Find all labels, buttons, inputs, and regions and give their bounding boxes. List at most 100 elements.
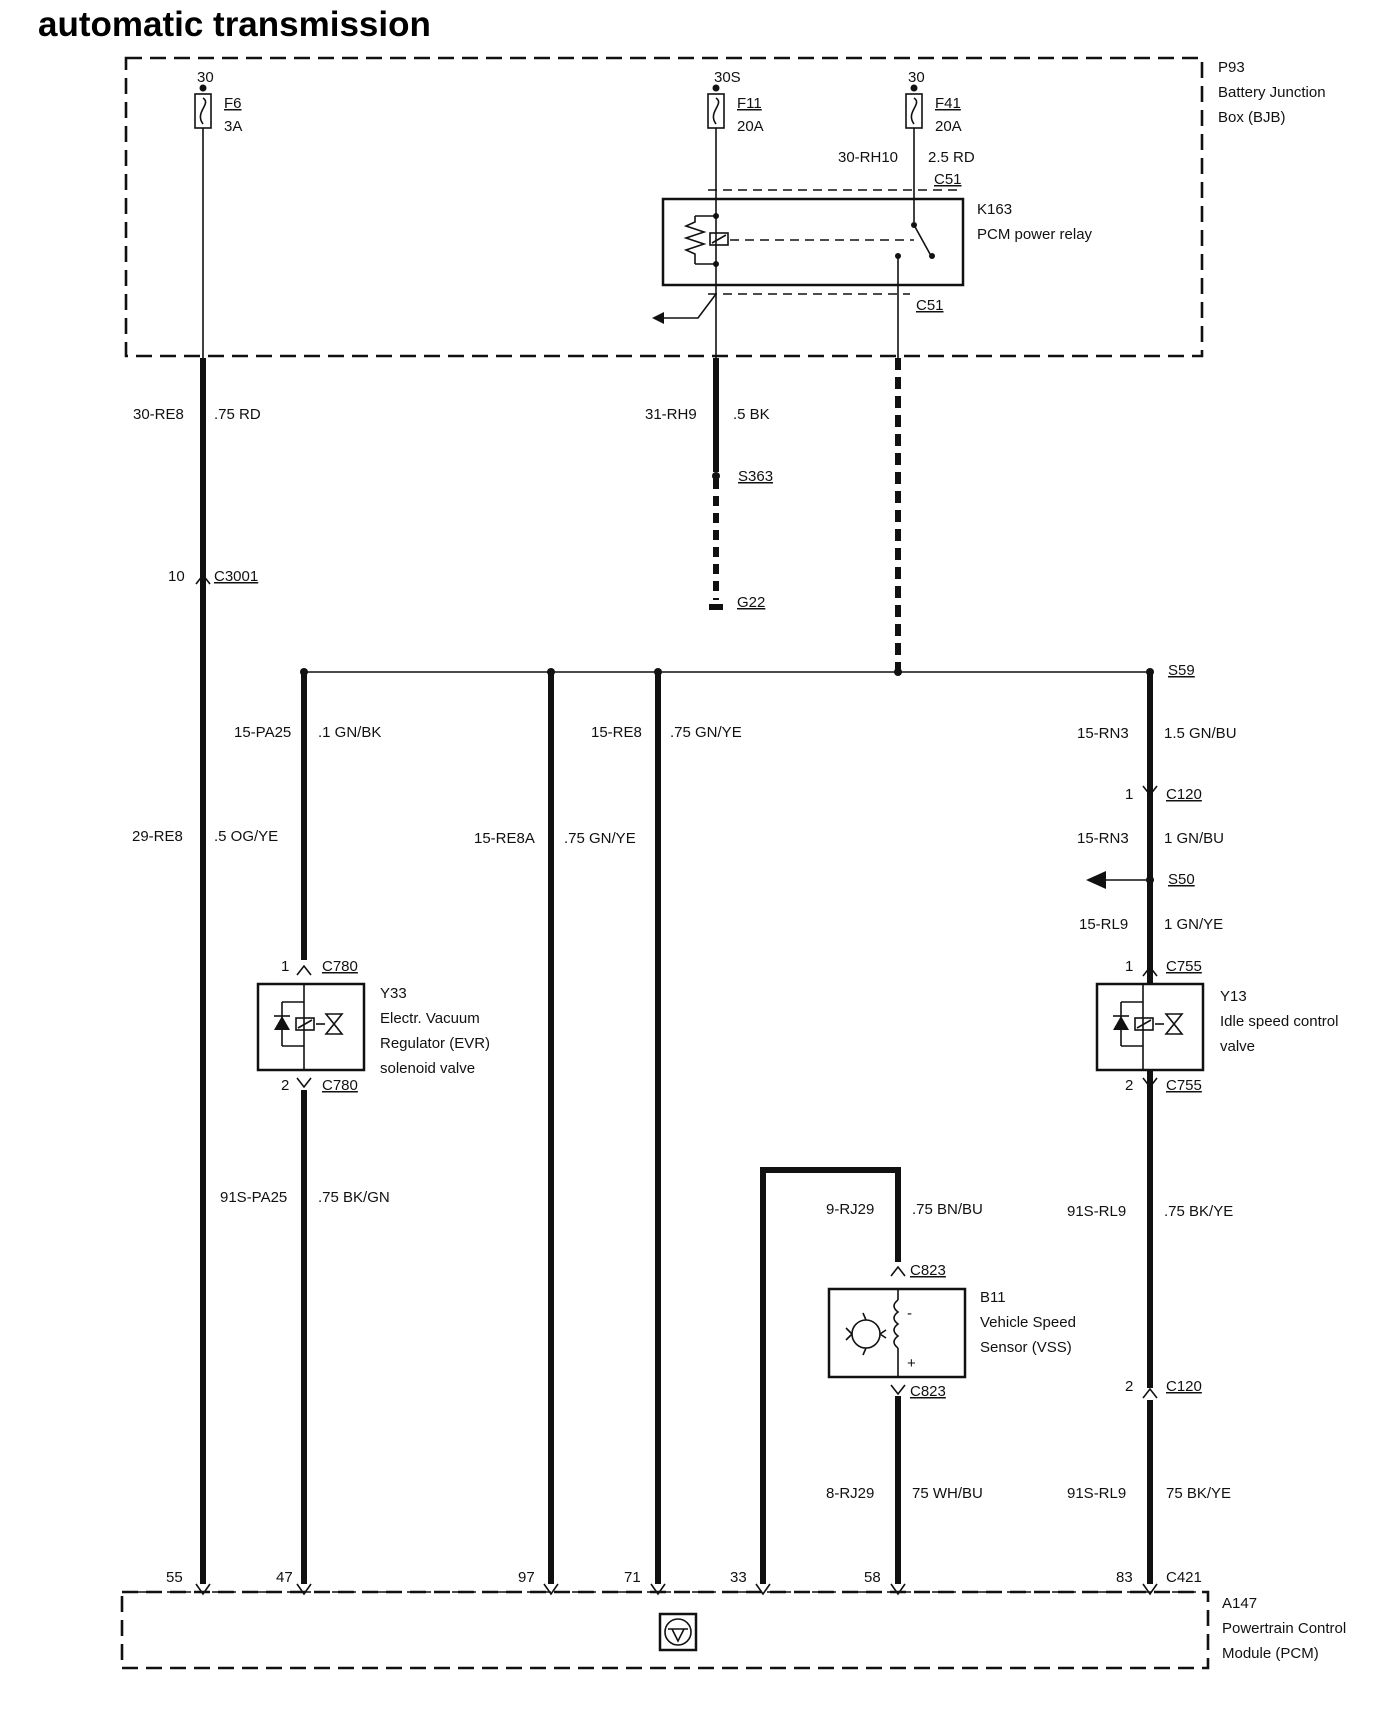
wire-15-rl9-spec: 1 GN/YE <box>1164 916 1223 933</box>
fuse-f11: 30S F11 20A <box>707 69 764 135</box>
pcm-pin-33: 33 <box>730 1569 747 1586</box>
ground-g22: G22 <box>737 594 765 611</box>
internal-arrow-line <box>660 293 717 319</box>
wire-9-rj29-code: 9-RJ29 <box>826 1201 874 1218</box>
connector-c755-top: C755 <box>1166 958 1202 975</box>
wire-30-re8-code: 30-RE8 <box>133 406 184 423</box>
wire-91s-pa25-spec: .75 BK/GN <box>318 1189 390 1206</box>
wire-91s-rl9a-spec: .75 BK/YE <box>1164 1203 1233 1220</box>
wire-29-re8-spec: .5 OG/YE <box>214 828 278 845</box>
wire-30-re8-spec: .75 RD <box>214 406 261 423</box>
pcm-pin-71: 71 <box>624 1569 641 1586</box>
connector-c3001-mark <box>195 573 211 585</box>
component-y33-line1: Electr. Vacuum <box>380 1010 480 1027</box>
ground-g22-symbol <box>709 604 723 610</box>
component-b11-plus: + <box>907 1355 916 1372</box>
wire-9-rj29 <box>760 1167 901 1584</box>
splice-s59: S59 <box>1168 662 1195 679</box>
pcm-name-line2: Module (PCM) <box>1222 1645 1319 1662</box>
connector-c823-top: C823 <box>910 1262 946 1279</box>
connector-c823-bottom-mark <box>890 1384 906 1396</box>
fuse-f6: 30 F6 3A <box>194 69 242 135</box>
relay-feed-wire-spec: 2.5 RD <box>928 149 975 166</box>
component-b11-id: B11 <box>980 1289 1006 1306</box>
component-b11-line1: Vehicle Speed <box>980 1314 1076 1331</box>
wire-15-rn3a-code: 15-RN3 <box>1077 725 1129 742</box>
connector-c3001-pin: 10 <box>168 568 185 585</box>
splice-s50-arrow <box>1086 871 1106 889</box>
pcm-outline <box>120 1590 1210 1670</box>
internal-arrow-head <box>652 312 664 324</box>
connector-c755-bottom: C755 <box>1166 1077 1202 1094</box>
wire-91s-rl9b-spec: 75 BK/YE <box>1166 1485 1231 1502</box>
connector-c780-top-pin: 1 <box>281 958 289 975</box>
wire-15-rn3b-code: 15-RN3 <box>1077 830 1129 847</box>
fuse-f11-feed: 30S <box>714 69 741 86</box>
bjb-name-line1: Battery Junction <box>1218 84 1326 101</box>
relay-k163 <box>661 190 965 287</box>
connector-c120-bottom-pin: 2 <box>1125 1378 1133 1395</box>
wire-15-rn3a-spec: 1.5 GN/BU <box>1164 725 1237 742</box>
fuse-f6-name: F6 <box>224 95 242 112</box>
relay-feed-wire-code: 30-RH10 <box>838 149 898 166</box>
wire-15-re8-code: 15-RE8 <box>591 724 642 741</box>
pcm-pins: 55 47 97 71 33 58 83 <box>166 1569 1158 1596</box>
wire-91s-pa25-code: 91S-PA25 <box>220 1189 287 1206</box>
connector-c823-top-mark <box>890 1265 906 1277</box>
connector-c780-top: C780 <box>322 958 358 975</box>
wire-15-pa25-spec: .1 GN/BK <box>318 724 381 741</box>
pcm-pin-55: 55 <box>166 1569 183 1586</box>
component-b11 <box>827 1287 967 1379</box>
connector-c120-top: C120 <box>1166 786 1202 803</box>
fuse-f6-rating: 3A <box>224 118 242 135</box>
pcm-pin-58: 58 <box>864 1569 881 1586</box>
wire-29-re8-code: 29-RE8 <box>132 828 183 845</box>
wire-91s-rl9a-code: 91S-RL9 <box>1067 1203 1126 1220</box>
connector-c780-bottom-pin: 2 <box>281 1077 289 1094</box>
relay-connector-bottom: C51 <box>916 297 944 314</box>
wire-15-re8a-code: 15-RE8A <box>474 830 535 847</box>
fuse-f41-rating: 20A <box>935 118 962 135</box>
relay-name: PCM power relay <box>977 226 1093 243</box>
bjb-id: P93 <box>1218 59 1245 76</box>
pcm-id: A147 <box>1222 1595 1257 1612</box>
splice-s363: S363 <box>738 468 773 485</box>
connector-c780-bottom: C780 <box>322 1077 358 1094</box>
diagram-title: automatic transmission <box>38 5 431 44</box>
connector-c823-bottom: C823 <box>910 1383 946 1400</box>
fuse-f41-name: F41 <box>935 95 961 112</box>
component-y13-line2: valve <box>1220 1038 1255 1055</box>
component-y33-line2: Regulator (EVR) <box>380 1035 490 1052</box>
wire-31-rh9-spec: .5 BK <box>733 406 770 423</box>
bjb-name-line2: Box (BJB) <box>1218 109 1286 126</box>
component-b11-minus: - <box>907 1305 912 1322</box>
connector-c780-top-mark <box>296 964 312 976</box>
wire-15-rn3b-spec: 1 GN/BU <box>1164 830 1224 847</box>
connector-c3001: C3001 <box>214 568 258 585</box>
pcm-name-line1: Powertrain Control <box>1222 1620 1346 1637</box>
component-y13-line1: Idle speed control <box>1220 1013 1338 1030</box>
component-y33-id: Y33 <box>380 985 407 1002</box>
connector-c120-bottom-mark <box>1142 1387 1158 1399</box>
splice-s50: S50 <box>1168 871 1195 888</box>
connector-c755-top-pin: 1 <box>1125 958 1133 975</box>
relay-id: K163 <box>977 201 1012 218</box>
component-b11-line2: Sensor (VSS) <box>980 1339 1072 1356</box>
component-y33-line3: solenoid valve <box>380 1060 475 1077</box>
pcm-connector: C421 <box>1166 1569 1202 1586</box>
connector-c755-bottom-pin: 2 <box>1125 1077 1133 1094</box>
wire-9-rj29-spec: .75 BN/BU <box>912 1201 983 1218</box>
connector-c755-bottom-mark <box>1142 1077 1158 1089</box>
battery-junction-box-outline <box>124 56 1204 358</box>
fuse-f11-name: F11 <box>737 95 762 112</box>
wire-15-re8-spec: .75 GN/YE <box>670 724 742 741</box>
connector-c120-top-mark <box>1142 785 1158 797</box>
wire-8-rj29-code: 8-RJ29 <box>826 1485 874 1502</box>
wire-15-pa25-code: 15-PA25 <box>234 724 291 741</box>
relay-connector-top: C51 <box>934 171 962 188</box>
pcm-pin-83: 83 <box>1116 1569 1133 1586</box>
connector-c120-top-pin: 1 <box>1125 786 1133 803</box>
component-y13-id: Y13 <box>1220 988 1247 1005</box>
connector-c120-bottom: C120 <box>1166 1378 1202 1395</box>
